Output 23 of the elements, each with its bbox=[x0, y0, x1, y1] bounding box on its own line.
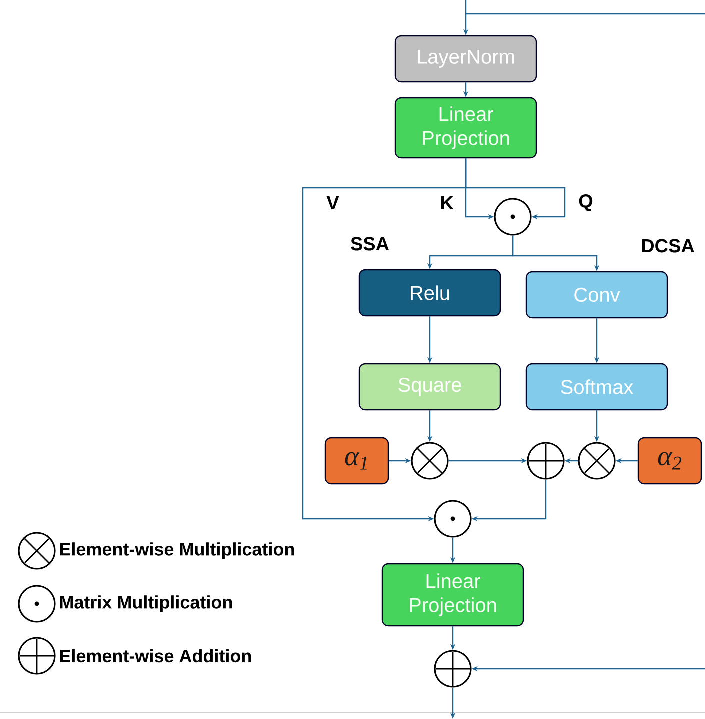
normalization-box: LayerNorm bbox=[394, 35, 538, 83]
edge-label: V bbox=[326, 195, 340, 211]
legend-text: Element-wise Addition bbox=[60, 649, 252, 663]
legend-text: Matrix Multiplication bbox=[60, 596, 232, 612]
addition-symbol bbox=[434, 650, 472, 688]
convolution-box: Conv bbox=[526, 271, 668, 319]
edge-label: K bbox=[439, 195, 455, 211]
matrix-multiplication-symbol bbox=[434, 500, 472, 538]
projection-box: Linear Projection bbox=[394, 97, 538, 159]
multiplication-symbol bbox=[411, 442, 449, 480]
projection-box: Linear Projection bbox=[382, 563, 524, 627]
branch-label: DCSA bbox=[642, 239, 694, 253]
matrix-multiplication-symbol bbox=[494, 198, 532, 236]
addition-symbol bbox=[527, 442, 565, 480]
parameter-box: α$_{1}$ bbox=[324, 437, 390, 485]
operation-box: Square bbox=[358, 363, 502, 411]
softmax-box: Softmax bbox=[526, 363, 668, 411]
branch-label: SSA bbox=[351, 237, 390, 251]
parameter-box: α$_{2}$ bbox=[638, 437, 702, 485]
legend-text: Element-wise Multiplication bbox=[60, 542, 294, 560]
edge-label: Q bbox=[578, 194, 594, 212]
activation-box: Relu bbox=[358, 269, 502, 317]
multiplication-symbol bbox=[578, 442, 616, 480]
